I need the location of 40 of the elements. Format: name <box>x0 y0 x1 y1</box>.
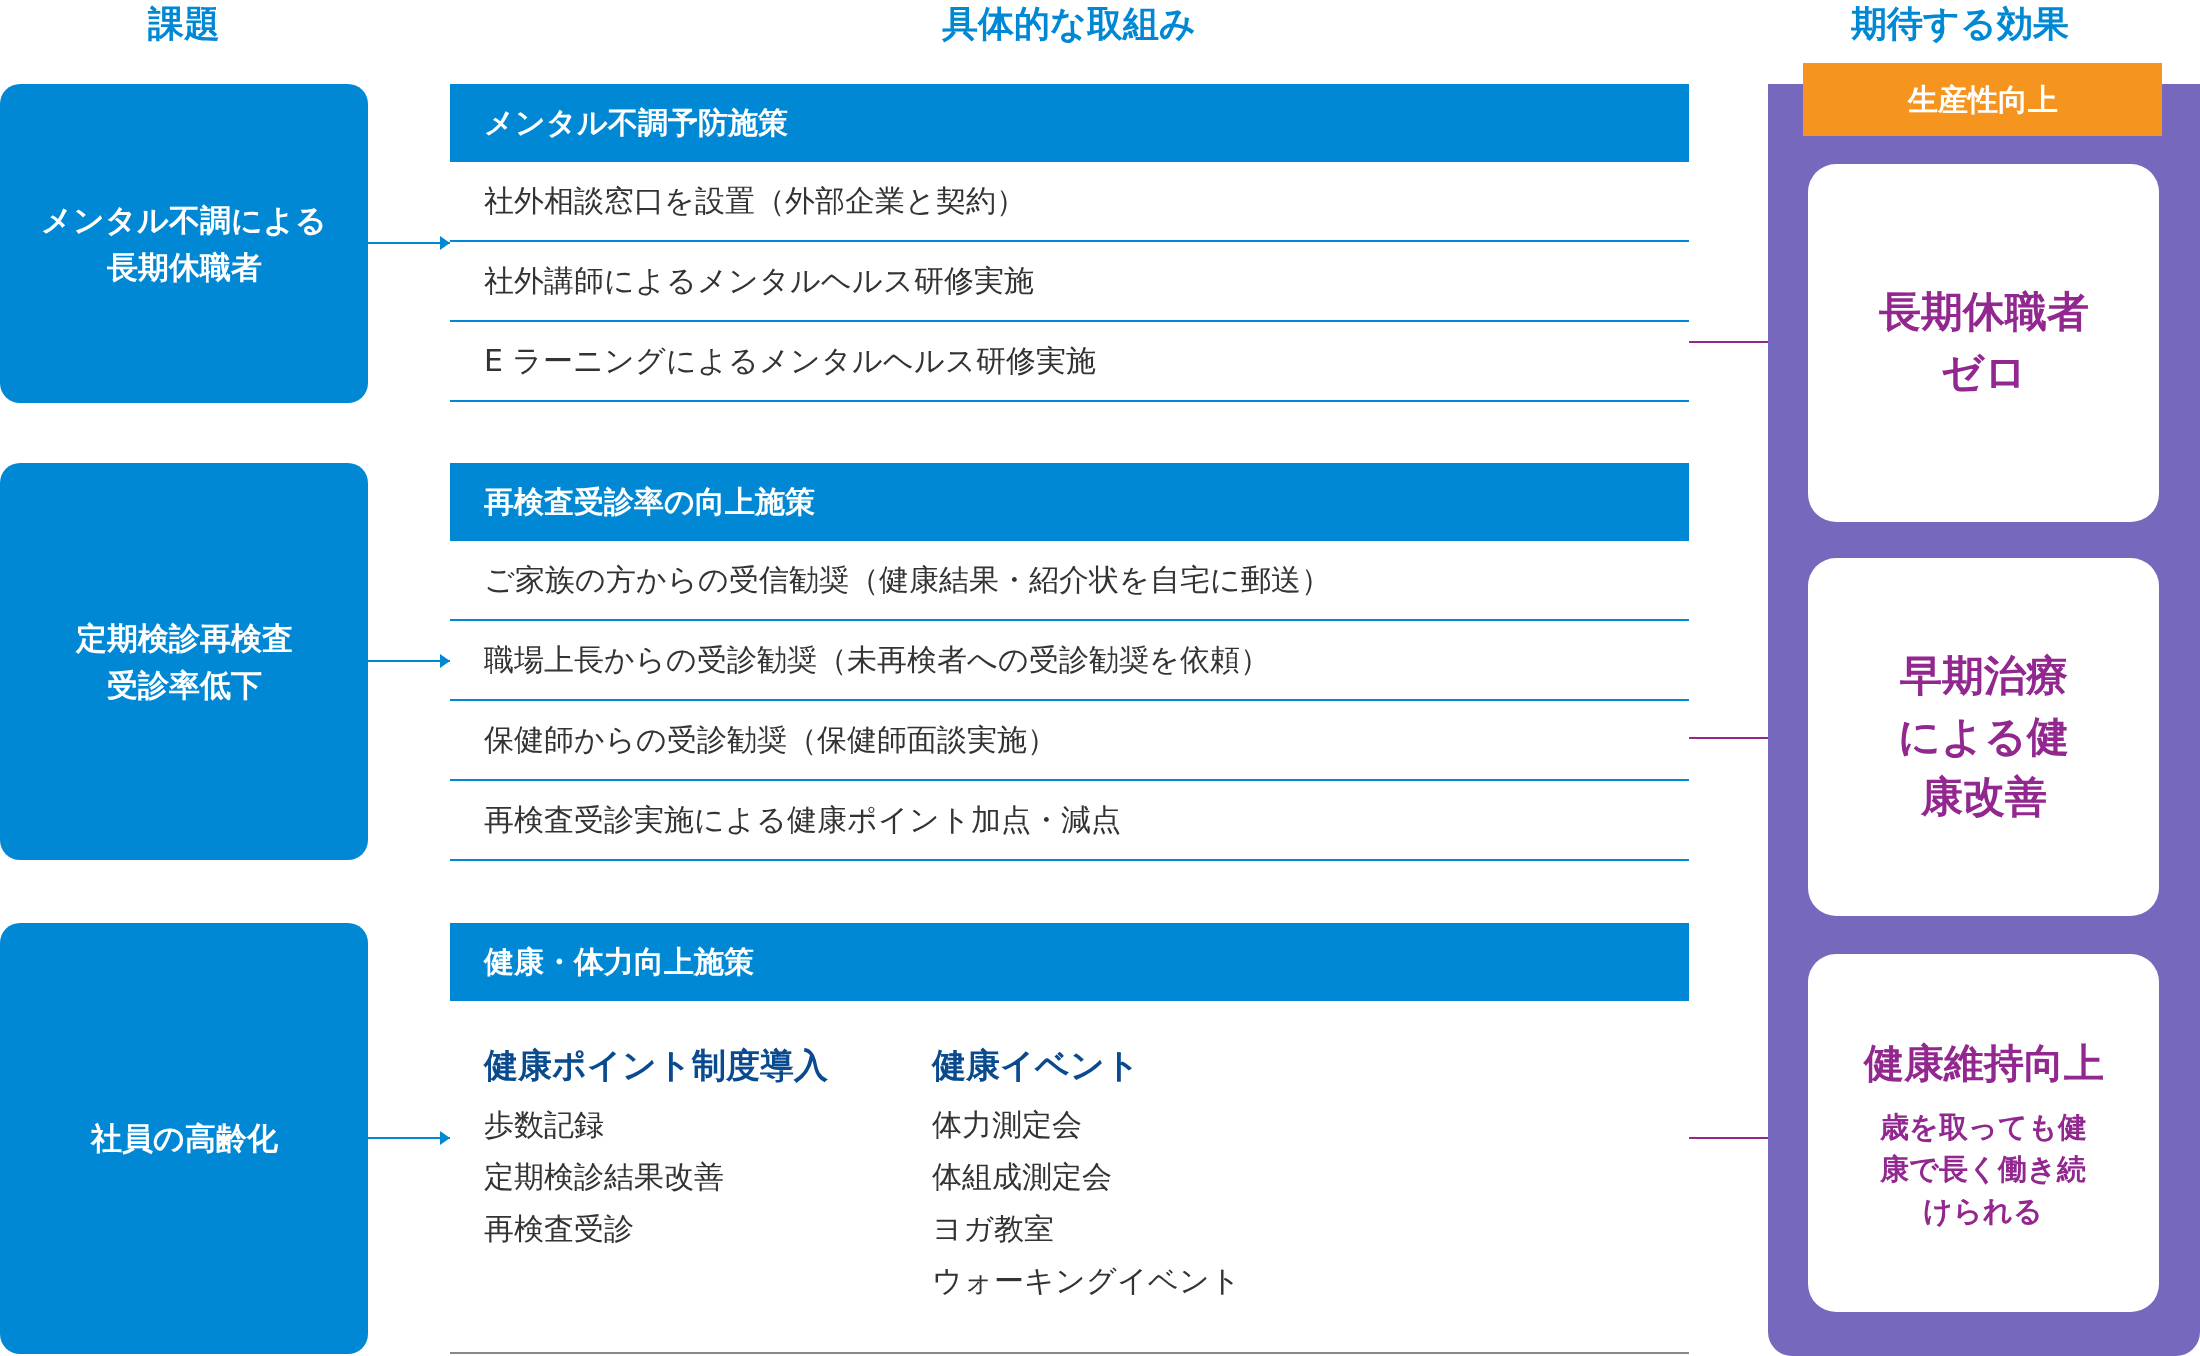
arrow <box>367 654 451 668</box>
list-item: 歩数記録 <box>484 1106 604 1144</box>
column-heading: 期待する効果 <box>1851 2 2069 46</box>
panel-header: メンタル不調予防施策 <box>450 84 1689 162</box>
list-item: ヨガ教室 <box>932 1210 1054 1248</box>
result-card <box>1808 954 2159 1312</box>
column-heading: 健康ポイント制度導入 <box>484 1044 828 1087</box>
measure-row: 再検査受診実施による健康ポイント加点・減点 <box>450 781 1689 861</box>
effect-panel <box>1768 63 2200 1356</box>
arrow <box>367 1131 451 1145</box>
panel-header: 健康・体力向上施策 <box>450 923 1689 1001</box>
measure-row: 職場上長からの受診勧奨（未再検者への受診勧奨を依頼） <box>450 621 1689 701</box>
result-subtext: 歳を取っても健康で長く働き続けられる <box>1879 1108 2088 1230</box>
issue-box <box>0 463 368 860</box>
result-card <box>1808 164 2159 522</box>
issue-text: 定期検診再検査受診率低下 <box>74 619 294 705</box>
measure-row: 社外相談窓口を設置（外部企業と契約） <box>450 162 1689 242</box>
column-heading: 課題 <box>148 2 220 46</box>
result-card <box>1808 558 2159 916</box>
issue-box <box>0 84 368 403</box>
panel-header: 再検査受診率の向上施策 <box>450 463 1689 541</box>
arrow <box>367 236 451 250</box>
measure-row: E ラーニングによるメンタルヘルス研修実施 <box>450 322 1689 402</box>
result-text: 健康維持向上 <box>1863 1038 2104 1088</box>
header-band: 生産性向上 <box>1803 63 2162 136</box>
list-item: 体組成測定会 <box>932 1158 1112 1196</box>
result-text: 早期治療による健康改善 <box>1897 649 2070 824</box>
column-heading: 具体的な取組み <box>942 2 1196 46</box>
issue-text: メンタル不調による長期休職者 <box>40 201 328 287</box>
issue-text: 社員の高齢化 <box>90 1119 278 1159</box>
issue-box <box>0 923 368 1354</box>
measure-row: ご家族の方からの受信勧奨（健康結果・紹介状を自宅に郵送） <box>450 541 1689 621</box>
list-item: 体力測定会 <box>932 1106 1082 1144</box>
list-item: 再検査受診 <box>484 1210 634 1248</box>
column-heading: 健康イベント <box>932 1044 1140 1087</box>
result-text: 長期休職者ゼロ <box>1877 286 2090 399</box>
measure-row: 保健師からの受診勧奨（保健師面談実施） <box>450 701 1689 781</box>
list-item: 定期検診結果改善 <box>484 1158 724 1196</box>
measure-row: 社外講師によるメンタルヘルス研修実施 <box>450 242 1689 322</box>
list-item: ウォーキングイベント <box>932 1262 1241 1300</box>
